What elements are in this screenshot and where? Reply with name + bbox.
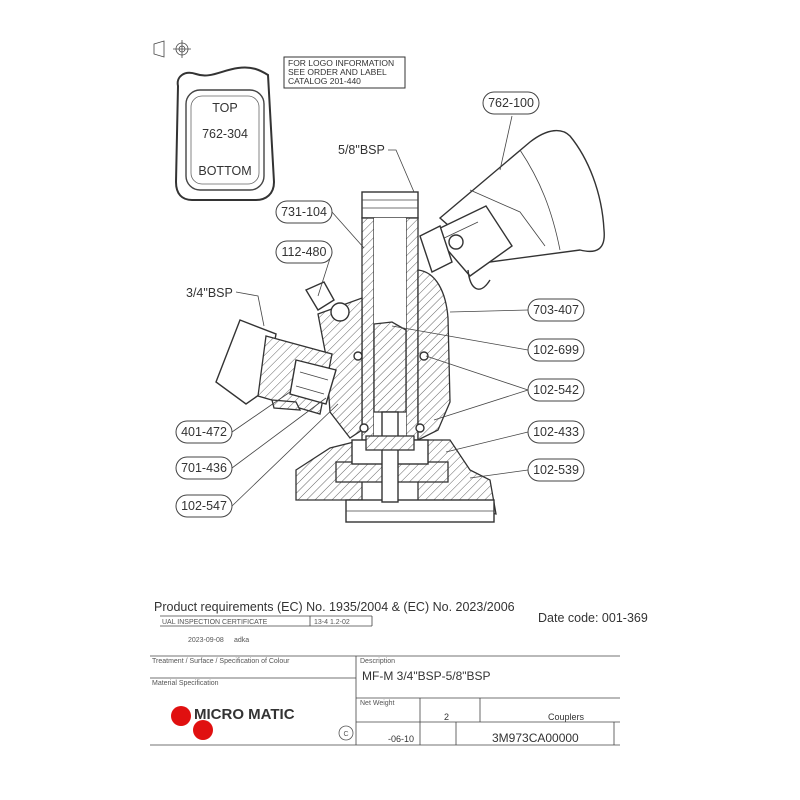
part-number: 3M973CA00000 bbox=[492, 731, 579, 745]
handle-label-detail: TOP 762-304 BOTTOM bbox=[174, 66, 276, 201]
handle-top-text: TOP bbox=[212, 101, 237, 115]
revision-text: -06-10 bbox=[388, 734, 414, 744]
probe-valve bbox=[365, 321, 415, 503]
description-text: MF-M 3/4"BSP-5/8"BSP bbox=[362, 669, 491, 683]
copyright-mark: C bbox=[343, 731, 348, 738]
logo-dot bbox=[171, 706, 191, 726]
material-label: Material Specification bbox=[152, 680, 219, 687]
callout-102-547: 102-547 bbox=[181, 499, 227, 513]
logo-note-line-1: FOR LOGO INFORMATION bbox=[288, 58, 394, 68]
brand-name: MICRO MATIC bbox=[194, 706, 295, 723]
title-block: Product requirements (EC) No. 1935/2004 … bbox=[150, 600, 648, 746]
inlet-fitting bbox=[215, 281, 350, 415]
callout-731-104: 731-104 bbox=[281, 205, 327, 219]
sheet-number: 2 bbox=[444, 712, 449, 722]
handle-bottom-text: BOTTOM bbox=[198, 164, 251, 178]
callout-102-539: 102-539 bbox=[533, 463, 579, 477]
callout-401-472: 401-472 bbox=[181, 425, 227, 439]
callout-703-407: 703-407 bbox=[533, 303, 579, 317]
logo-note: FOR LOGO INFORMATION SEE ORDER AND LABEL… bbox=[283, 56, 406, 89]
micro-matic-logo: MICRO MATIC bbox=[171, 706, 295, 740]
callout-701-436: 701-436 bbox=[181, 461, 227, 475]
lever-handle bbox=[419, 129, 605, 290]
callout-102-433: 102-433 bbox=[533, 425, 579, 439]
handle-part-text: 762-304 bbox=[202, 127, 248, 141]
inlet-thread-label: 3/4"BSP bbox=[186, 286, 233, 300]
date-code: Date code: 001-369 bbox=[538, 611, 648, 625]
coupler-body bbox=[295, 269, 497, 523]
callout-102-699: 102-699 bbox=[533, 343, 579, 357]
description-label: Description bbox=[360, 658, 395, 665]
issue-date: 2023-09-08 bbox=[188, 637, 224, 644]
callout-102-542: 102-542 bbox=[533, 383, 579, 397]
net-weight-label: Net Weight bbox=[360, 700, 395, 707]
callout-112-480: 112-480 bbox=[282, 245, 327, 259]
leader-lines bbox=[231, 115, 529, 507]
certificate-value: 13-4 1.2-02 bbox=[314, 619, 350, 626]
outlet-thread-label: 5/8"BSP bbox=[338, 143, 385, 157]
product-requirements: Product requirements (EC) No. 1935/2004 … bbox=[154, 600, 515, 614]
logo-note-line-3: CATALOG 201-440 bbox=[288, 76, 361, 86]
callout-762-100: 762-100 bbox=[488, 96, 534, 110]
logo-note-line-2: SEE ORDER AND LABEL bbox=[288, 67, 387, 77]
logo-dot bbox=[193, 720, 213, 740]
first-angle-projection-icon bbox=[153, 40, 191, 58]
callouts: 762-100 731-104 112-480 703-407 102-699 … bbox=[175, 91, 585, 518]
treatment-label: Treatment / Surface / Specification of C… bbox=[152, 658, 290, 665]
certificate-label: UAL INSPECTION CERTIFICATE bbox=[162, 619, 268, 626]
issue-by: adka bbox=[234, 637, 249, 644]
category-text: Couplers bbox=[548, 712, 585, 722]
